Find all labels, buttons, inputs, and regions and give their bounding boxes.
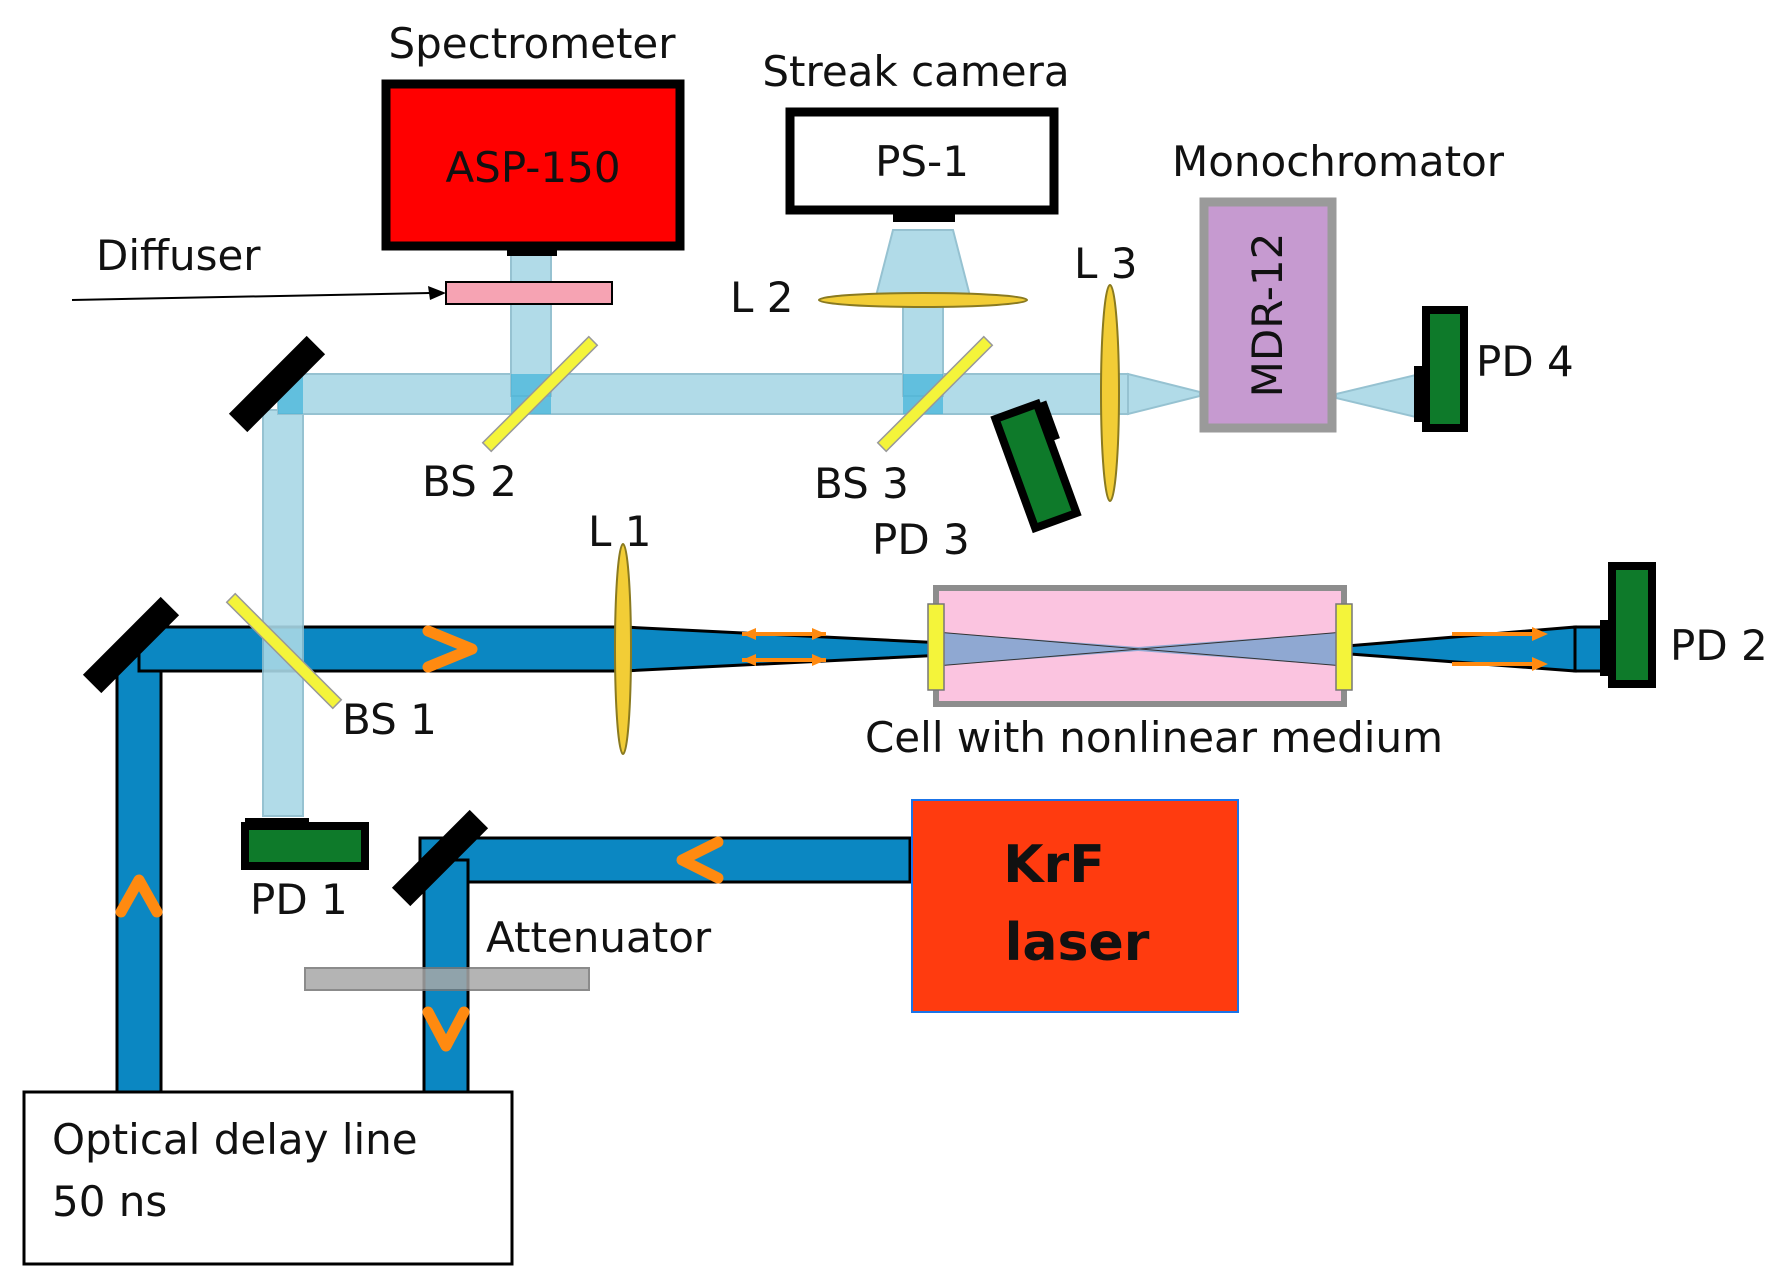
spectrometer: ASP-150 xyxy=(381,79,685,256)
probe-beam-path xyxy=(262,229,1421,817)
labels: Spectrometer Streak camera Monochromator… xyxy=(96,19,1768,962)
beam-laser-to-mirror xyxy=(418,836,912,884)
bs1-label: BS 1 xyxy=(342,695,437,744)
beam-l3-cone xyxy=(1127,372,1201,416)
delay-line-label-1: Optical delay line xyxy=(52,1115,418,1164)
streak-camera-label: Streak camera xyxy=(762,47,1069,96)
direction-arrows xyxy=(115,625,724,1052)
small-arrows xyxy=(742,627,1548,671)
spectrometer-box xyxy=(381,79,685,251)
bs1 xyxy=(225,592,343,710)
cell-body xyxy=(933,585,1347,707)
cell-beam-in xyxy=(936,632,1138,666)
pd3 xyxy=(990,398,1082,534)
photodetectors xyxy=(241,306,1656,870)
attenuator-label: Attenuator xyxy=(486,913,712,962)
arrow-down-attenuator xyxy=(422,1006,470,1052)
lens-l2 xyxy=(818,292,1028,308)
optical-delay-line: Optical delay line 50 ns xyxy=(22,1090,514,1266)
streak-camera-port xyxy=(893,210,955,222)
arrow-right-main xyxy=(422,625,478,673)
beam-to-lens1 xyxy=(137,625,625,673)
nonlinear-cell xyxy=(927,585,1353,707)
lens-l3 xyxy=(1100,284,1120,502)
cell-label: Cell with nonlinear medium xyxy=(865,713,1443,762)
l1-label: L 1 xyxy=(588,507,651,556)
cell-beam-out xyxy=(1138,632,1344,666)
streak-camera: PS-1 xyxy=(785,107,1059,222)
beam-top-horizontal xyxy=(277,373,1129,415)
monochromator: MDR-12 xyxy=(1199,197,1337,433)
diffuser-label: Diffuser xyxy=(96,231,261,280)
spectrometer-label: Spectrometer xyxy=(388,19,676,68)
asp-label: ASP-150 xyxy=(445,143,620,192)
laser-box xyxy=(911,799,1239,1013)
arrow-left-laser xyxy=(676,836,724,884)
pd3-label: PD 3 xyxy=(872,515,970,564)
l3-label: L 3 xyxy=(1074,239,1137,288)
mirror-left xyxy=(82,596,180,694)
delay-line-label-2: 50 ns xyxy=(52,1177,167,1226)
pd1-label: PD 1 xyxy=(250,875,348,924)
spectrometer-port xyxy=(507,246,557,256)
pd2-label: PD 2 xyxy=(1670,621,1768,670)
attenuator xyxy=(304,967,590,991)
diffuser-arrow-head xyxy=(428,286,446,300)
bs2-label: BS 2 xyxy=(422,457,517,506)
cell-window-left xyxy=(927,603,945,691)
diffuser-arrow-line xyxy=(71,292,431,301)
cell-window-right xyxy=(1335,603,1353,691)
krf-laser: KrF laser xyxy=(911,799,1239,1013)
streak-camera-box xyxy=(785,107,1059,215)
lens-l1 xyxy=(614,543,632,755)
beam-to-spectrometer xyxy=(510,251,552,397)
beam-streak-cone xyxy=(874,229,972,301)
l2-label: L 2 xyxy=(730,273,793,322)
bs3-label: BS 3 xyxy=(814,459,909,508)
pd1 xyxy=(241,818,369,870)
diffuser xyxy=(445,281,613,305)
ps1-label: PS-1 xyxy=(875,137,969,186)
monochromator-box xyxy=(1199,197,1337,433)
monochromator-label: Monochromator xyxy=(1172,137,1505,186)
pd4 xyxy=(1414,306,1468,432)
bs3 xyxy=(876,335,994,453)
beam-splitters xyxy=(225,335,994,710)
laser-label-line1: KrF xyxy=(1003,835,1104,895)
mirror-top-left xyxy=(228,335,326,433)
bs2 xyxy=(481,335,599,453)
delay-line-box xyxy=(22,1090,514,1266)
pd2 xyxy=(1600,562,1656,688)
beam-bs1-to-pd1 xyxy=(262,409,304,817)
mirror-attenuator xyxy=(391,809,489,907)
beam-delay-up xyxy=(115,648,163,1094)
pd4-label: PD 4 xyxy=(1476,337,1574,386)
lenses xyxy=(614,284,1120,755)
arrow-up-delay xyxy=(115,874,163,918)
mdr-label: MDR-12 xyxy=(1243,233,1292,398)
mirrors xyxy=(82,335,489,907)
beam-pd4-cone xyxy=(1335,372,1421,420)
laser-label-line2: laser xyxy=(1005,913,1150,973)
